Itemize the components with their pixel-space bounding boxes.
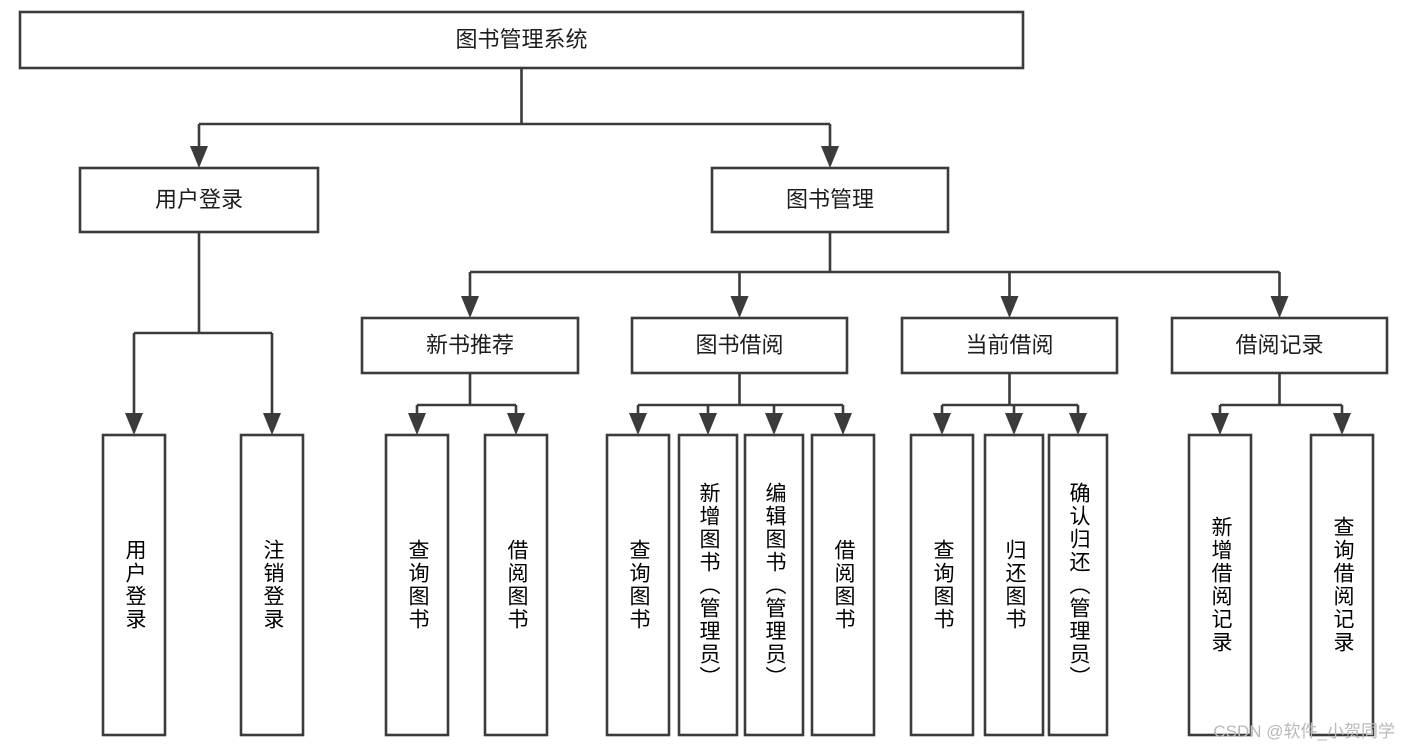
arrow-head-icon-leaf-user-login [125, 413, 143, 435]
node-box-leaf-query-borrow-record [1309, 433, 1375, 737]
node-label-leaf-query-book-borrow: 查询图书 [627, 539, 650, 631]
arrow-head-icon-borrow-record [1270, 296, 1289, 318]
node-label-book-management: 图书管理 [786, 187, 874, 212]
node-label-wrap-leaf-logout-login: 注销登录 [261, 539, 284, 631]
node-boxes: 图书管理系统用户登录图书管理新书推荐图书借阅当前借阅借阅记录用户登录注销登录查询… [18, 10, 1389, 737]
node-leaf-add-borrow-record: 新增借阅记录 [1187, 433, 1253, 737]
node-leaf-borrow-book-borrow: 借阅图书 [810, 433, 876, 737]
node-label-current-borrow: 当前借阅 [965, 332, 1053, 357]
node-box-book-borrow [630, 316, 849, 375]
arrow-head-icon-leaf-query-book-current [933, 413, 951, 435]
node-box-leaf-query-book-current [909, 433, 975, 737]
node-box-leaf-edit-book-admin [743, 433, 805, 737]
node-box-leaf-query-book-recommend [384, 433, 450, 737]
node-leaf-borrow-book-recommend: 借阅图书 [483, 433, 549, 737]
arrow-head-icon-book-management [821, 146, 839, 168]
arrow-head-icon-user-login [190, 146, 208, 168]
node-leaf-user-login: 用户登录 [101, 433, 167, 737]
arrow-head-icon-leaf-add-borrow-record [1211, 413, 1229, 435]
node-book-borrow: 图书借阅 [630, 316, 849, 375]
node-leaf-return-book: 归还图书 [983, 433, 1045, 737]
arrow-head-icon-leaf-borrow-book-recommend [507, 413, 525, 435]
node-label-book-borrow: 图书借阅 [695, 332, 783, 357]
node-label-wrap-leaf-add-book-admin: 新增图书（管理员） [697, 481, 720, 689]
node-label-wrap-leaf-return-book: 归还图书 [1003, 539, 1026, 631]
node-box-leaf-add-borrow-record [1187, 433, 1253, 737]
arrow-head-icon-leaf-add-book-admin [699, 413, 717, 435]
node-box-leaf-user-login [101, 433, 167, 737]
node-label-leaf-edit-book-admin: 编辑图书（管理员） [763, 481, 786, 689]
node-label-wrap-leaf-edit-book-admin: 编辑图书（管理员） [763, 481, 786, 689]
arrow-head-icon-leaf-logout-login [263, 413, 281, 435]
node-label-leaf-logout-login: 注销登录 [261, 539, 284, 631]
node-label-leaf-add-book-admin: 新增图书（管理员） [697, 481, 720, 689]
node-box-leaf-query-book-borrow [605, 433, 671, 737]
node-root: 图书管理系统 [18, 10, 1025, 70]
node-book-management: 图书管理 [710, 166, 950, 234]
node-box-leaf-return-book [983, 433, 1045, 737]
node-leaf-query-book-recommend: 查询图书 [384, 433, 450, 737]
node-leaf-query-book-current: 查询图书 [909, 433, 975, 737]
arrow-head-icon-leaf-confirm-return-admin [1069, 413, 1087, 435]
arrow-head-icon-leaf-query-borrow-record [1333, 413, 1351, 435]
arrow-head-icon-leaf-query-book-borrow [629, 413, 647, 435]
node-label-wrap-leaf-query-book-current: 查询图书 [931, 539, 954, 631]
node-label-wrap-leaf-query-borrow-record: 查询借阅记录 [1331, 516, 1354, 654]
arrow-head-icon-current-borrow [1000, 296, 1019, 318]
arrow-head-icon-leaf-borrow-book-borrow [834, 413, 852, 435]
node-box-root [18, 10, 1025, 70]
node-leaf-edit-book-admin: 编辑图书（管理员） [743, 433, 805, 737]
node-leaf-add-book-admin: 新增图书（管理员） [677, 433, 739, 737]
node-leaf-query-borrow-record: 查询借阅记录 [1309, 433, 1375, 737]
node-label-wrap-leaf-user-login: 用户登录 [123, 539, 146, 631]
arrow-head-icon-leaf-return-book [1005, 413, 1023, 435]
arrow-head-icon-book-borrow [730, 296, 749, 318]
node-user-login: 用户登录 [78, 166, 320, 234]
node-box-user-login [78, 166, 320, 234]
node-box-new-book-recommend [360, 316, 580, 375]
node-label-leaf-return-book: 归还图书 [1003, 539, 1026, 631]
csdn-watermark: CSDN @软件_小贺同学 [1213, 722, 1395, 741]
node-label-leaf-add-borrow-record: 新增借阅记录 [1209, 516, 1232, 654]
node-label-leaf-borrow-book-recommend: 借阅图书 [505, 539, 528, 631]
node-box-leaf-borrow-book-borrow [810, 433, 876, 737]
node-leaf-query-book-borrow: 查询图书 [605, 433, 671, 737]
node-label-wrap-leaf-add-borrow-record: 新增借阅记录 [1209, 516, 1232, 654]
node-box-book-management [710, 166, 950, 234]
node-leaf-logout-login: 注销登录 [239, 433, 305, 737]
node-label-leaf-user-login: 用户登录 [123, 539, 146, 631]
node-label-root: 图书管理系统 [455, 27, 587, 52]
arrow-head-icon-new-book-recommend [461, 296, 479, 318]
node-label-user-login: 用户登录 [155, 187, 243, 212]
node-box-leaf-logout-login [239, 433, 305, 737]
node-label-wrap-leaf-query-book-borrow: 查询图书 [627, 539, 650, 631]
node-borrow-record: 借阅记录 [1170, 316, 1389, 375]
node-label-wrap-leaf-borrow-book-borrow: 借阅图书 [832, 539, 855, 631]
node-box-leaf-add-book-admin [677, 433, 739, 737]
node-label-borrow-record: 借阅记录 [1235, 332, 1323, 357]
arrow-head-icon-leaf-query-book-recommend [408, 413, 426, 435]
node-label-wrap-leaf-borrow-book-recommend: 借阅图书 [505, 539, 528, 631]
node-box-current-borrow [900, 316, 1119, 375]
node-label-wrap-leaf-confirm-return-admin: 确认归还（管理员） [1067, 481, 1090, 689]
node-label-leaf-borrow-book-borrow: 借阅图书 [832, 539, 855, 631]
node-box-borrow-record [1170, 316, 1389, 375]
node-leaf-confirm-return-admin: 确认归还（管理员） [1047, 433, 1109, 737]
node-label-new-book-recommend: 新书推荐 [426, 332, 514, 357]
node-label-leaf-confirm-return-admin: 确认归还（管理员） [1067, 481, 1090, 689]
node-current-borrow: 当前借阅 [900, 316, 1119, 375]
node-new-book-recommend: 新书推荐 [360, 316, 580, 375]
node-box-leaf-borrow-book-recommend [483, 433, 549, 737]
node-label-leaf-query-book-current: 查询图书 [931, 539, 954, 631]
node-box-leaf-confirm-return-admin [1047, 433, 1109, 737]
node-label-leaf-query-book-recommend: 查询图书 [406, 539, 429, 631]
node-label-wrap-leaf-query-book-recommend: 查询图书 [406, 539, 429, 631]
node-label-leaf-query-borrow-record: 查询借阅记录 [1331, 516, 1354, 654]
connector-lines [125, 68, 1351, 435]
arrow-head-icon-leaf-edit-book-admin [765, 413, 783, 435]
